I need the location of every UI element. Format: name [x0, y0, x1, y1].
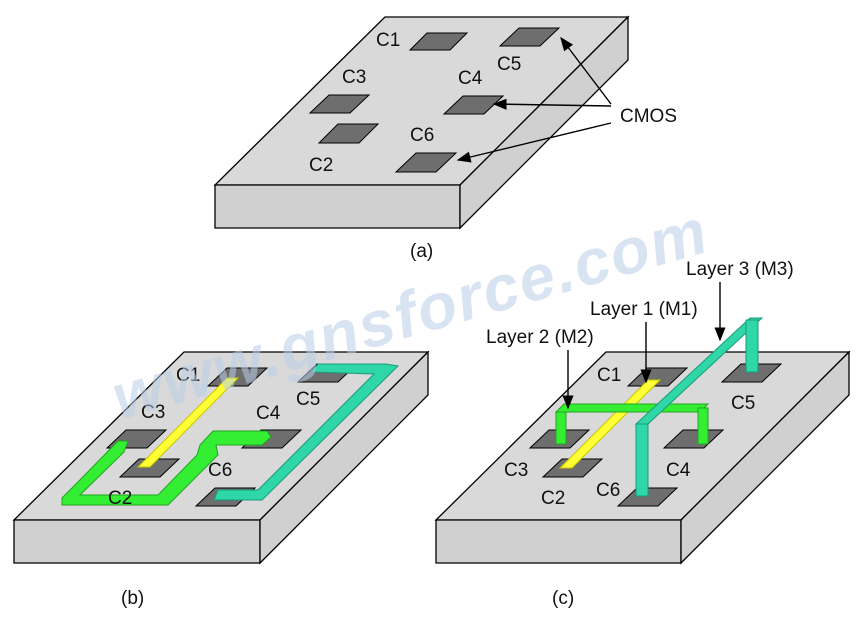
metal-layer-3-via-c6 — [635, 423, 649, 497]
metal-layer-3-via-c5 — [745, 319, 759, 373]
chip-right-face — [680, 350, 850, 565]
panel-c: C1 C2 C3 C4 C5 C6 Layer 1 (M1) Layer 2 (… — [434, 259, 851, 609]
caption-c: (c) — [552, 588, 574, 609]
metal-layer-2-wire-top — [554, 403, 710, 413]
cell-label-c6: C6 — [596, 480, 620, 501]
cell-label-c4: C4 — [256, 403, 281, 424]
cell-label-c1: C1 — [597, 365, 621, 386]
chip-front-face — [214, 184, 461, 229]
cell-label-c1: C1 — [176, 365, 200, 386]
caption-b: (b) — [121, 588, 144, 609]
panel-a: C1 C2 C3 C4 C5 C6 CMOS (a) — [213, 15, 677, 262]
chip-front-face — [13, 519, 261, 564]
cmos-pad-c6 — [616, 487, 679, 507]
cell-label-c5: C5 — [296, 389, 320, 410]
cmos-pad-c2 — [317, 123, 380, 144]
cell-label-c3: C3 — [342, 67, 366, 88]
cell-label-c5: C5 — [497, 54, 521, 75]
cell-label-c1: C1 — [376, 30, 400, 51]
cmos-label: CMOS — [620, 106, 677, 127]
metal-layer-2-via-c4 — [697, 407, 709, 445]
chip-right-face — [259, 350, 429, 565]
cell-label-c3: C3 — [141, 402, 165, 423]
chip-right-face — [459, 15, 629, 230]
metal-layer-2-wire — [61, 430, 272, 506]
cmos-pad-c1 — [206, 367, 269, 387]
panel-b: C1 C2 C3 C4 C5 C6 (b) — [12, 350, 430, 609]
cmos-arrow-c5 — [560, 36, 612, 105]
metal-layer-2-via-c3 — [555, 411, 567, 445]
cell-label-c4: C4 — [458, 68, 483, 89]
chip-front-face — [435, 519, 682, 564]
cell-label-c6: C6 — [410, 125, 434, 146]
cell-label-c5: C5 — [731, 393, 755, 414]
cmos-pad-c4 — [442, 95, 505, 115]
cmos-pad-c3 — [308, 94, 371, 114]
metal-layer-3-wire — [213, 363, 400, 501]
cmos-pad-c2 — [118, 458, 181, 478]
layer-2-label: Layer 2 (M2) — [486, 327, 594, 348]
cell-label-c2: C2 — [541, 488, 565, 509]
cell-label-c2: C2 — [108, 488, 132, 509]
layer-1-label: Layer 1 (M1) — [590, 299, 698, 320]
cmos-arrow-c6 — [456, 122, 612, 163]
cell-label-c6: C6 — [208, 460, 232, 481]
cmos-pad-c5 — [720, 363, 783, 383]
layer-3-label: Layer 3 (M3) — [686, 259, 794, 280]
cell-label-c3: C3 — [504, 460, 528, 481]
cmos-pad-c6 — [394, 152, 458, 173]
cmos-arrow-c4 — [492, 98, 612, 110]
caption-a: (a) — [410, 241, 433, 262]
cell-label-c4: C4 — [666, 460, 691, 481]
cmos-pad-c1 — [408, 32, 469, 51]
cell-label-c2: C2 — [309, 155, 333, 176]
cmos-pad-c5 — [498, 27, 561, 47]
metal-layer-1-wire — [136, 377, 240, 468]
